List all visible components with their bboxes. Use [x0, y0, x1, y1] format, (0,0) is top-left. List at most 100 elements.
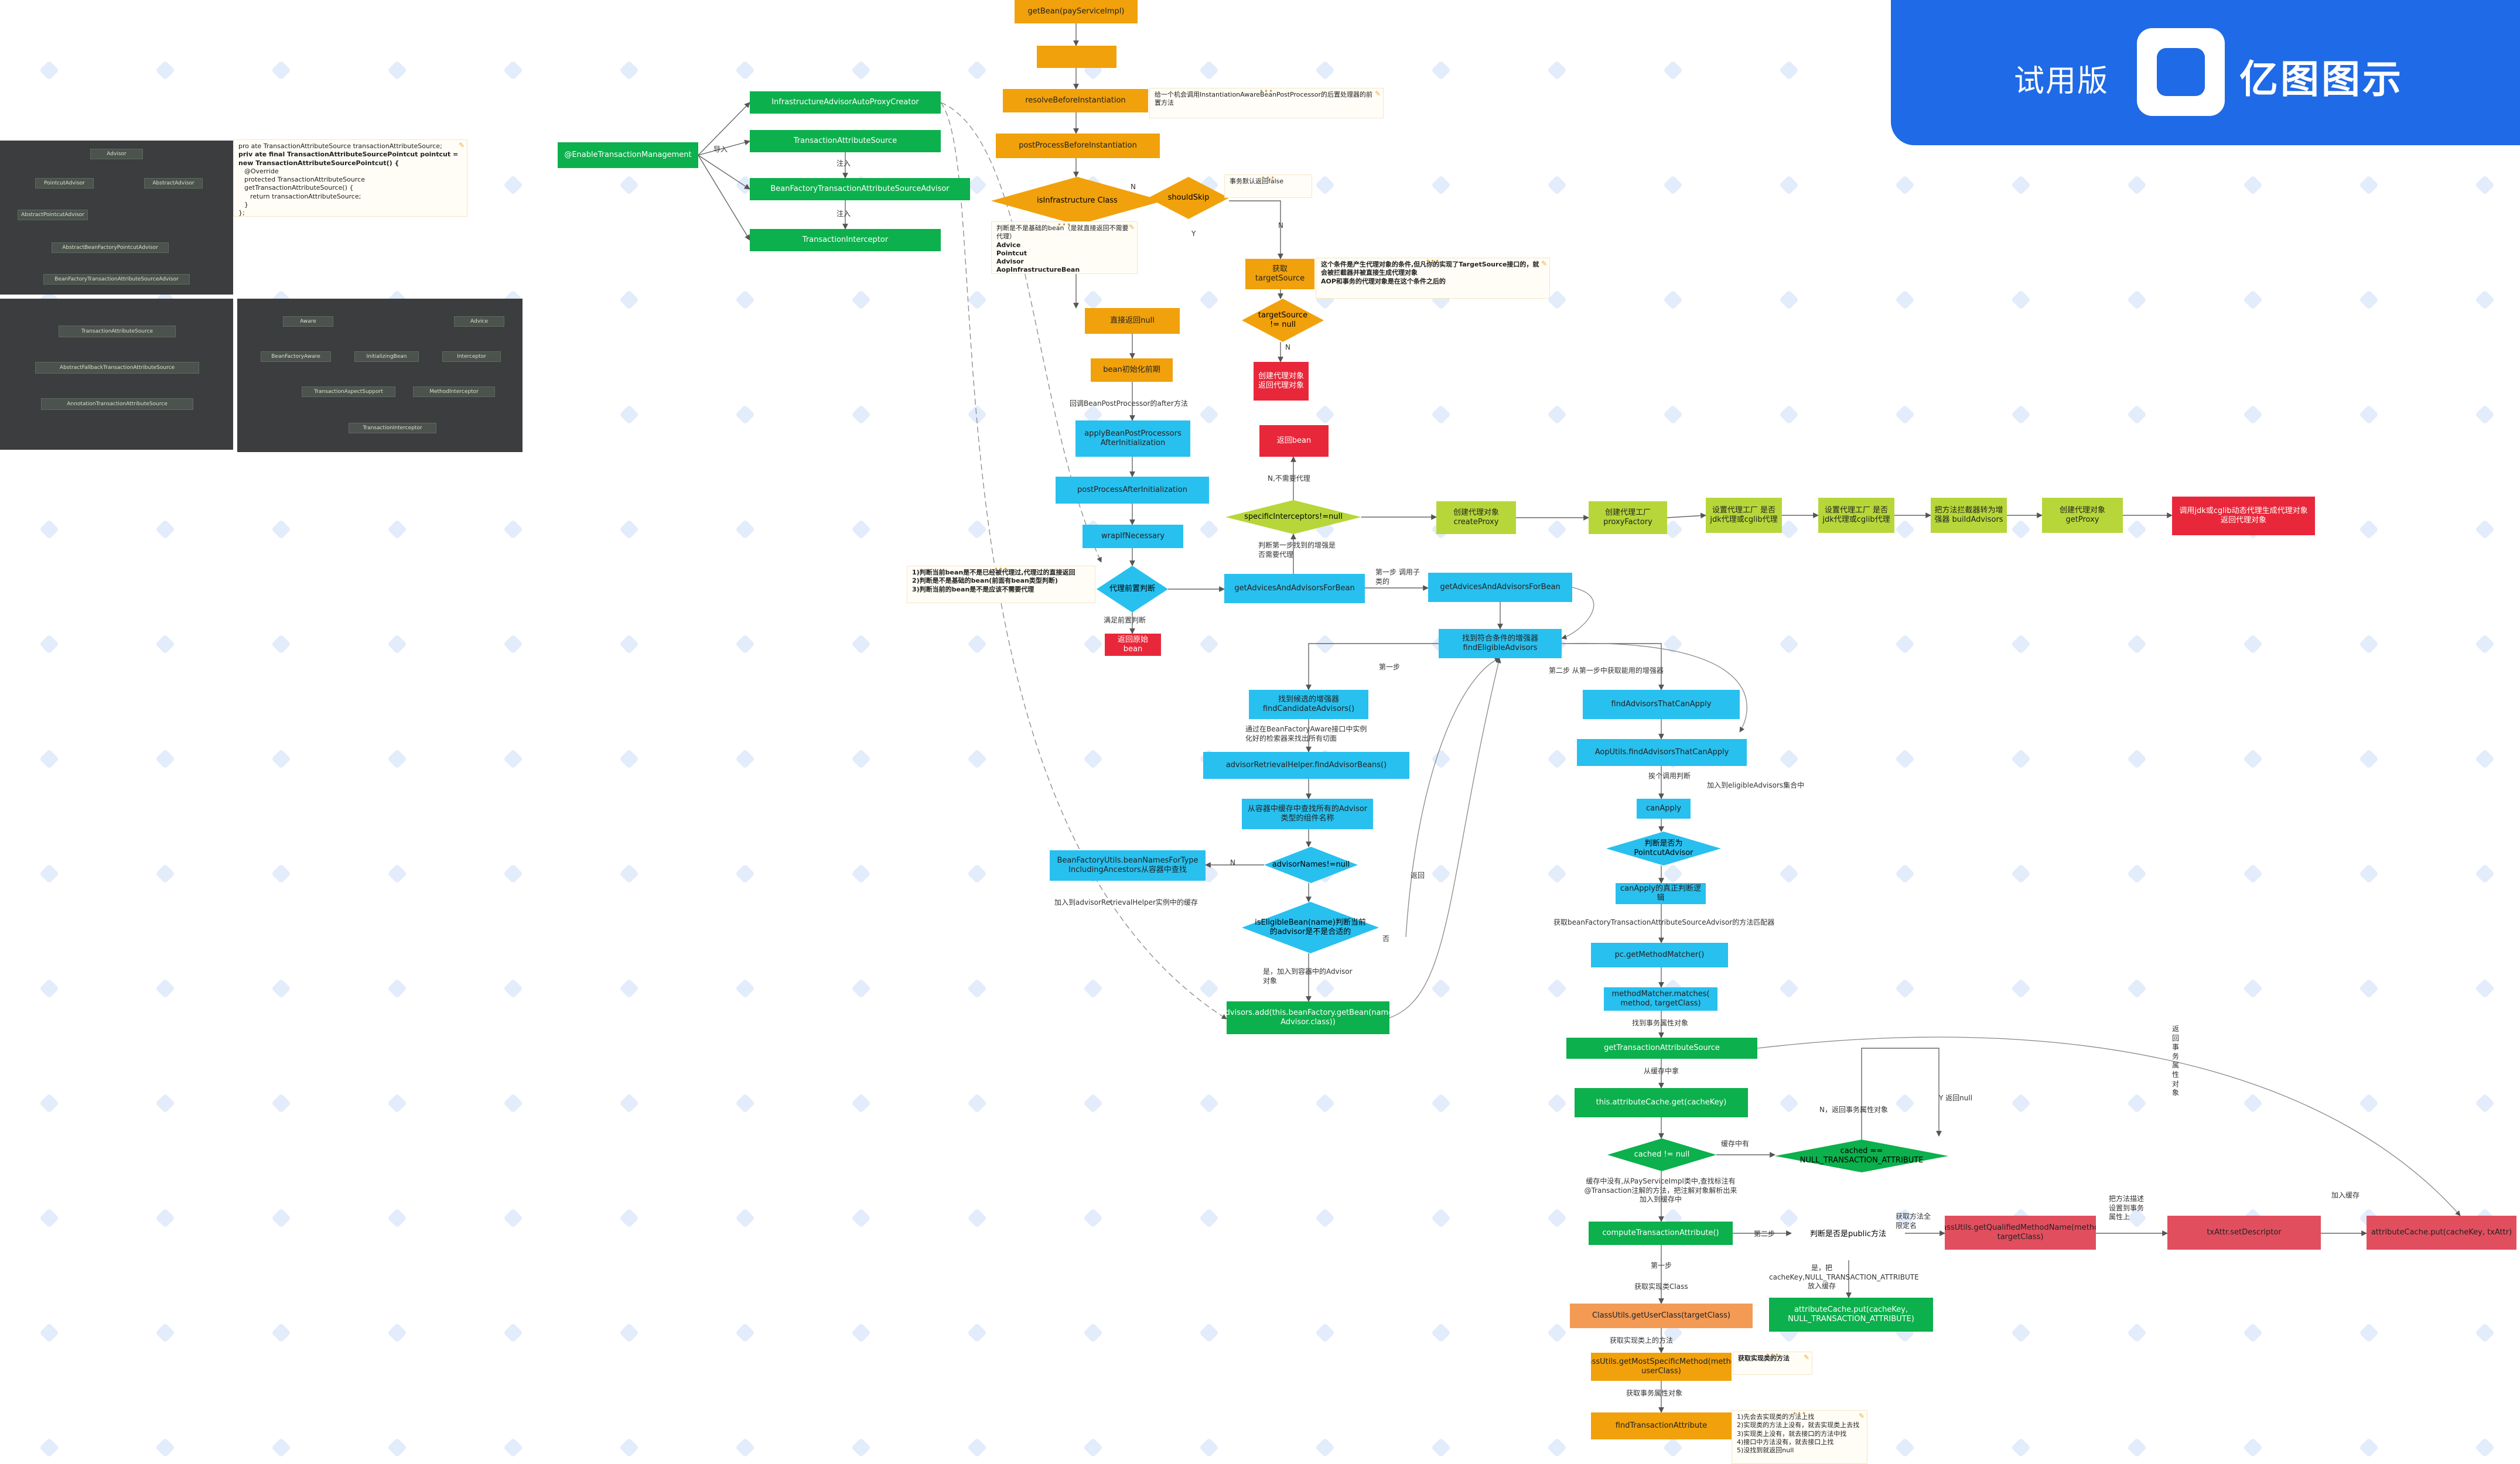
uml-class: MethodInterceptor	[413, 386, 495, 397]
matches-node[interactable]: methodMatcher.matches( method, targetCla…	[1604, 987, 1717, 1011]
target-null-diamond[interactable]: targetSource != null	[1242, 299, 1324, 342]
code-note[interactable]: ✎ pro ate TransactionAttributeSource tra…	[233, 139, 467, 217]
note-line: pro ate TransactionAttributeSource trans…	[238, 142, 442, 150]
label-n1: N	[1131, 183, 1136, 191]
watermark-icon	[504, 1324, 522, 1342]
get-proxy-node[interactable]: 创建代理对象 getProxy	[2042, 498, 2123, 533]
should-skip-note[interactable]: ••• 事务默认返回false	[1224, 175, 1312, 198]
wrap-if-necessary-node[interactable]: wrapIfNecessary	[1083, 525, 1183, 548]
post-process-before-node[interactable]: postProcessBeforeInstantiation	[996, 134, 1160, 158]
uml-class: AbstractAdvisor	[144, 178, 203, 189]
method-identification-node[interactable]: ClassUtils.getQualifiedMethodName(method…	[1945, 1216, 2096, 1250]
return-null-node[interactable]: 直接返回null	[1085, 308, 1180, 334]
get-bean-node[interactable]: getBean(payServiceImpl)	[1015, 0, 1138, 23]
infra-creator-node[interactable]: InfrastructureAdvisorAutoProxyCreator	[750, 91, 941, 114]
find-that-can-apply-node[interactable]: findAdvisorsThatCanApply	[1583, 690, 1740, 719]
watermark-icon	[40, 61, 58, 79]
watermark-icon	[1432, 406, 1450, 423]
watermark-icon	[1664, 1324, 1682, 1342]
cached-null-diamond[interactable]: cached != null	[1607, 1138, 1716, 1171]
watermark-icon	[1084, 750, 1102, 768]
compute-tx-node[interactable]: computeTransactionAttribute()	[1589, 1222, 1733, 1245]
full-method-name-label: 获取方法全限定名	[1896, 1212, 1931, 1230]
connector-line	[698, 155, 750, 241]
bf-advisor-node[interactable]: BeanFactoryTransactionAttributeSourceAdv…	[750, 178, 970, 200]
most-specific-note[interactable]: ••• ✎ 获取实现类的方法	[1733, 1352, 1812, 1375]
get-user-class-node[interactable]: ClassUtils.getUserClass(targetClass)	[1570, 1304, 1753, 1328]
cache-put-null-node[interactable]: attributeCache.put(cacheKey, NULL_TRANSA…	[1769, 1298, 1933, 1332]
skip-red-node[interactable]: 返回bean	[1259, 425, 1329, 457]
is-infrastructure-diamond[interactable]: isInfrastructure Class	[991, 177, 1163, 225]
judge-method-diamond[interactable]: 判断是否是public方法	[1791, 1209, 1905, 1260]
cache-put-right-node[interactable]: attributeCache.put(cacheKey, txAttr)	[2367, 1216, 2516, 1250]
cache-get-node[interactable]: this.attributeCache.get(cacheKey)	[1575, 1088, 1748, 1117]
watermark-icon	[2128, 1439, 2146, 1456]
get-tx-attr-node[interactable]: getTransactionAttributeSource	[1566, 1038, 1757, 1059]
proxy-judge-note[interactable]: ••• 1)判断当前bean是不是已经被代理过,代理过的直接返回 2)判断是不是…	[907, 566, 1095, 603]
tx-attr-source-node[interactable]: TransactionAttributeSource	[750, 130, 941, 152]
note-line: 2)判断是不是基础的bean(前面有bean类型判断)	[912, 577, 1058, 585]
find-tx-attr-node[interactable]: findTransactionAttribute	[1591, 1412, 1732, 1439]
blank-node[interactable]	[1037, 46, 1116, 68]
get-most-specific-node[interactable]: ClassUtils.getMostSpecificMethod(method,…	[1591, 1353, 1732, 1381]
can-apply-pc-node[interactable]: canApply的真正判断逻辑	[1616, 883, 1706, 904]
connector-curve	[1561, 587, 1594, 640]
trial-banner: 试用版 亿图图示	[1891, 0, 2520, 145]
find-candidate-node[interactable]: 找到候选的增强器 findCandidateAdvisors()	[1249, 690, 1368, 719]
proxy-factory-node[interactable]: 创建代理工厂 proxyFactory	[1589, 501, 1667, 534]
enable-tx-node[interactable]: @EnableTransactionManagement	[558, 142, 698, 168]
get-advices-b-node[interactable]: getAdvicesAndAdvisorsForBean	[1428, 573, 1572, 602]
specific-interceptors-diamond[interactable]: specificInterceptors!=null	[1225, 500, 1361, 534]
uml-class: Advice	[454, 316, 504, 327]
get-advices-a-node[interactable]: getAdvicesAndAdvisorsForBean	[1224, 574, 1365, 603]
watermark-icon	[2128, 291, 2146, 309]
infra-note[interactable]: ••• ✎ 判断是不是基础的bean（是就直接返回不需要代理） Advice P…	[991, 221, 1138, 274]
watermark-icon	[1780, 406, 1798, 423]
watermark-icon	[1200, 61, 1218, 79]
get-method-matcher-node[interactable]: pc.getMethodMatcher()	[1591, 943, 1728, 967]
bean-init-node[interactable]: bean初始化前期	[1091, 358, 1173, 382]
watermark-icon	[1200, 521, 1218, 538]
tx-interceptor-node[interactable]: TransactionInterceptor	[750, 229, 941, 251]
note-line: priv ate final TransactionAttributeSourc…	[238, 150, 459, 167]
step2-label: 第二步 从第一步中获取能用的增强器	[1549, 666, 1664, 675]
jdk-proxy-2-node[interactable]: 设置代理工厂 是否jdk代理或cglib代理	[1818, 498, 1894, 533]
build-advisors-node[interactable]: 把方法拦截器转为增强器 buildAdvisors	[1931, 498, 2007, 533]
bean-names-for-type-node[interactable]: BeanFactoryUtils.beanNamesForType Includ…	[1050, 850, 1206, 881]
final-red-node[interactable]: 调用jdk或cglib动态代理生成代理对象 返回代理对象	[2172, 497, 2315, 535]
find-note[interactable]: ••• ✎ 1)先会去实现类的方法上找 2)实现类的方法上没有，就去实现类上去找…	[1732, 1410, 1867, 1464]
watermark-icon	[2244, 635, 2262, 653]
watermark-icon	[388, 1439, 406, 1456]
from-cache-node[interactable]: 从容器中缓存中查找所有的Advisor类型的组件名称	[1242, 799, 1373, 829]
advisors-add-node[interactable]: advisors.add(this.beanFactory.getBean(na…	[1227, 1001, 1389, 1034]
target-note[interactable]: ••• ✎ 这个条件是产生代理对象的条件,但凡你的实现了TargetSource…	[1316, 258, 1550, 299]
apply-after-node[interactable]: applyBeanPostProcessors AfterInitializat…	[1075, 420, 1190, 457]
return-bean-red-node[interactable]: 返回原始bean	[1105, 634, 1161, 656]
is-eligible-diamond[interactable]: isEligibleBean(name)判断当前的advisor是不是合适的	[1242, 902, 1379, 953]
edraw-logo-icon	[2137, 28, 2225, 116]
retrieval-helper-node[interactable]: advisorRetrievalHelper.findAdvisorBeans(…	[1203, 752, 1409, 779]
should-skip-diamond[interactable]: shouldSkip	[1148, 177, 1229, 219]
is-pointcut-diamond[interactable]: 判断是否为PointcutAdvisor	[1606, 832, 1721, 866]
get-target-node[interactable]: 获取 targetSource	[1245, 259, 1314, 289]
set-descriptor-node[interactable]: txAttr.setDescriptor	[2167, 1216, 2321, 1250]
watermark-icon	[1432, 1209, 1450, 1227]
watermark-icon	[2360, 406, 2378, 423]
watermark-icon	[1780, 635, 1798, 653]
resolve-before-node[interactable]: resolveBeforeInstantiation	[1003, 89, 1148, 112]
find-eligible-node[interactable]: 找到符合条件的增强器 findEligibleAdvisors	[1439, 629, 1562, 658]
post-process-after-node[interactable]: postProcessAfterInitialization	[1056, 477, 1209, 504]
none-attr-diamond[interactable]: cached == NULL_TRANSACTION_ATTRIBUTE	[1775, 1140, 1948, 1172]
create-proxy-red-node[interactable]: 创建代理对象 返回代理对象	[1254, 362, 1309, 401]
can-apply-node[interactable]: canApply	[1637, 799, 1691, 819]
create-proxy-node[interactable]: 创建代理对象 createProxy	[1436, 501, 1516, 534]
jdk-proxy-1-node[interactable]: 设置代理工厂 是否jdk代理或cglib代理	[1706, 498, 1782, 533]
aop-utils-node[interactable]: AopUtils.findAdvisorsThatCanApply	[1577, 739, 1747, 766]
uml-class: AbstractPointcutAdvisor	[18, 210, 88, 220]
proxy-judge-diamond[interactable]: 代理前置判断	[1097, 566, 1168, 613]
resolve-note[interactable]: ••• ✎ 给一个机会调用InstantiationAwareBeanPostP…	[1149, 88, 1384, 118]
watermark-icon	[1780, 176, 1798, 194]
note-line: 5)没找到就返回null	[1737, 1446, 1794, 1455]
connector-curve	[1405, 658, 1500, 938]
advisor-names-diamond[interactable]: advisorNames!=null	[1264, 847, 1358, 883]
